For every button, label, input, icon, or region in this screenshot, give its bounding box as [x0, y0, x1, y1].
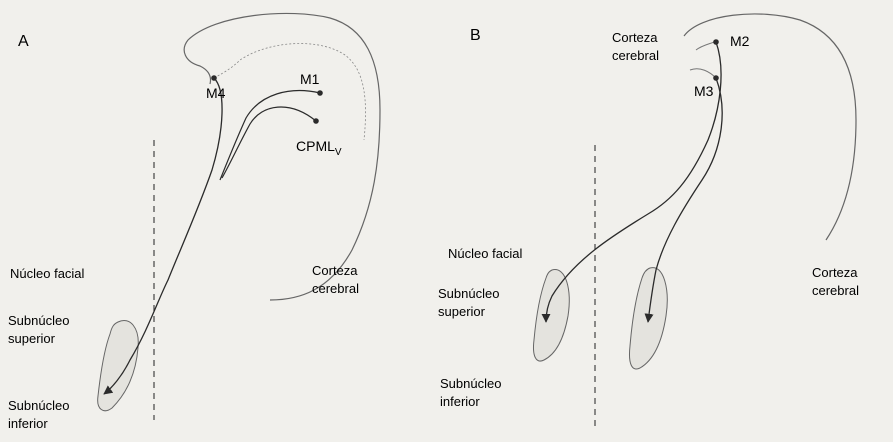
panel-b-dot-m3	[713, 75, 719, 81]
panel-b-label-inferior-1: Subnúcleo	[440, 376, 501, 391]
panel-a-label-nucleo-facial: Núcleo facial	[10, 266, 85, 281]
panel-a-label-cpml: CPMLV	[296, 138, 342, 158]
panel-a-label-corteza-1: Corteza	[312, 263, 358, 278]
panel-a-cortex-inner	[213, 43, 366, 141]
panel-a-dot-m1	[317, 90, 323, 96]
panel-a-label-corteza-2: cerebral	[312, 281, 359, 296]
panel-a-dot-m4	[211, 75, 217, 81]
panel-a-tract-m4	[103, 77, 223, 395]
panel-b-label-corteza-top-2: cerebral	[612, 48, 659, 63]
panel-b-label-m2: M2	[730, 33, 750, 49]
panel-a-cortex-outline	[183, 12, 381, 301]
panel-b-label-superior-1: Subnúcleo	[438, 286, 499, 301]
panel-b-facial-nucleus-left	[533, 269, 570, 362]
panel-a: A M4 M1 CPMLV Núcleo facial Corteza cere…	[8, 12, 381, 431]
panel-b-tract-m3	[644, 77, 723, 323]
panel-a-tract-cpml	[221, 106, 317, 179]
panel-b-dot-m2	[713, 39, 719, 45]
panel-a-tract-m1	[219, 90, 321, 181]
panel-b-label-corteza-1: Corteza	[812, 265, 858, 280]
panel-a-dot-cpml	[313, 118, 319, 124]
panel-a-label-m1: M1	[300, 71, 320, 87]
panel-b-letter: B	[470, 27, 481, 44]
panel-a-label-m4: M4	[206, 85, 226, 101]
panel-b-label-corteza-top-1: Corteza	[612, 30, 658, 45]
panel-b-label-superior-2: superior	[438, 304, 486, 319]
panel-b-tract-m2	[541, 41, 722, 323]
panel-a-letter: A	[18, 33, 29, 50]
panel-b-label-nucleo-facial: Núcleo facial	[448, 246, 523, 261]
panel-a-label-superior-2: superior	[8, 331, 56, 346]
panel-a-label-inferior-2: inferior	[8, 416, 48, 431]
panel-a-facial-nucleus	[97, 320, 139, 412]
panel-a-label-superior-1: Subnúcleo	[8, 313, 69, 328]
panel-a-label-inferior-1: Subnúcleo	[8, 398, 69, 413]
panel-b: B Corteza cerebral M2 M3 Núcleo facial C…	[438, 13, 859, 430]
panel-b-label-inferior-2: inferior	[440, 394, 480, 409]
panel-b-label-m3: M3	[694, 83, 714, 99]
panel-b-cortex-inner	[689, 39, 719, 79]
panel-b-cortex-outline	[683, 13, 857, 241]
panel-b-label-corteza-2: cerebral	[812, 283, 859, 298]
